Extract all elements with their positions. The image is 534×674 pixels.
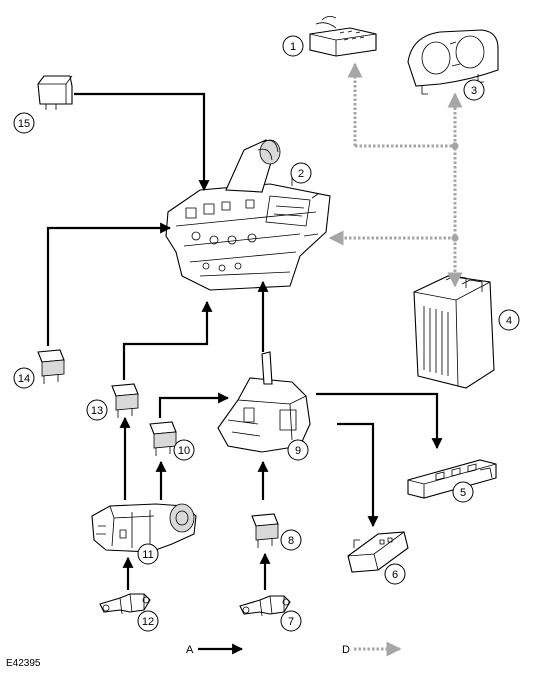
svg-text:7: 7 xyxy=(288,616,294,628)
component-13-fuse xyxy=(111,383,139,418)
legend-label-a: A xyxy=(186,644,194,656)
component-14-fuse xyxy=(37,349,65,384)
svg-text:10: 10 xyxy=(178,445,190,457)
callout-2: 2 xyxy=(290,162,312,184)
component-9-gear-selector xyxy=(217,351,311,453)
component-10-fuse xyxy=(149,421,177,456)
component-6-sensor xyxy=(347,531,409,573)
network-d-lines xyxy=(328,62,463,288)
component-7-terminal xyxy=(239,595,291,617)
callout-8: 8 xyxy=(280,529,302,551)
svg-text:12: 12 xyxy=(142,616,154,628)
network-a-lines xyxy=(46,92,443,590)
callout-5: 5 xyxy=(452,481,474,503)
callout-3: 3 xyxy=(463,79,485,101)
callout-1: 1 xyxy=(282,35,304,57)
callout-11: 11 xyxy=(137,543,159,565)
svg-text:2: 2 xyxy=(298,168,304,180)
svg-text:14: 14 xyxy=(18,373,30,385)
callout-4: 4 xyxy=(498,309,520,331)
callout-12: 12 xyxy=(137,610,159,632)
network-d-junction xyxy=(451,234,459,242)
callout-15: 15 xyxy=(13,112,35,134)
component-5-switch-pack xyxy=(407,459,497,499)
legend: A D xyxy=(186,641,402,657)
component-2-valve-body xyxy=(165,139,331,291)
component-11-ignition-assembly xyxy=(91,503,197,553)
svg-text:6: 6 xyxy=(392,569,398,581)
svg-text:15: 15 xyxy=(18,118,30,130)
svg-text:4: 4 xyxy=(506,315,512,327)
component-12-terminal xyxy=(99,593,151,615)
legend-label-d: D xyxy=(342,644,350,656)
callout-6: 6 xyxy=(384,563,406,585)
network-d-junction xyxy=(451,142,459,150)
component-4-control-module xyxy=(413,275,495,389)
svg-text:1: 1 xyxy=(290,41,296,53)
callout-13: 13 xyxy=(86,399,108,421)
figure-id: E42395 xyxy=(6,658,41,669)
component-1-module xyxy=(309,16,377,57)
svg-text:13: 13 xyxy=(91,405,103,417)
svg-text:11: 11 xyxy=(142,549,153,561)
svg-text:8: 8 xyxy=(288,535,294,547)
component-3-instrument-cluster xyxy=(407,29,499,95)
svg-text:9: 9 xyxy=(295,445,301,457)
callout-9: 9 xyxy=(287,439,309,461)
svg-text:3: 3 xyxy=(471,85,477,97)
svg-text:5: 5 xyxy=(460,487,466,499)
component-15-relay xyxy=(37,75,73,110)
component-8-fuse xyxy=(251,513,279,548)
callout-14: 14 xyxy=(13,367,35,389)
callout-10: 10 xyxy=(173,439,195,461)
callout-7: 7 xyxy=(280,610,302,632)
